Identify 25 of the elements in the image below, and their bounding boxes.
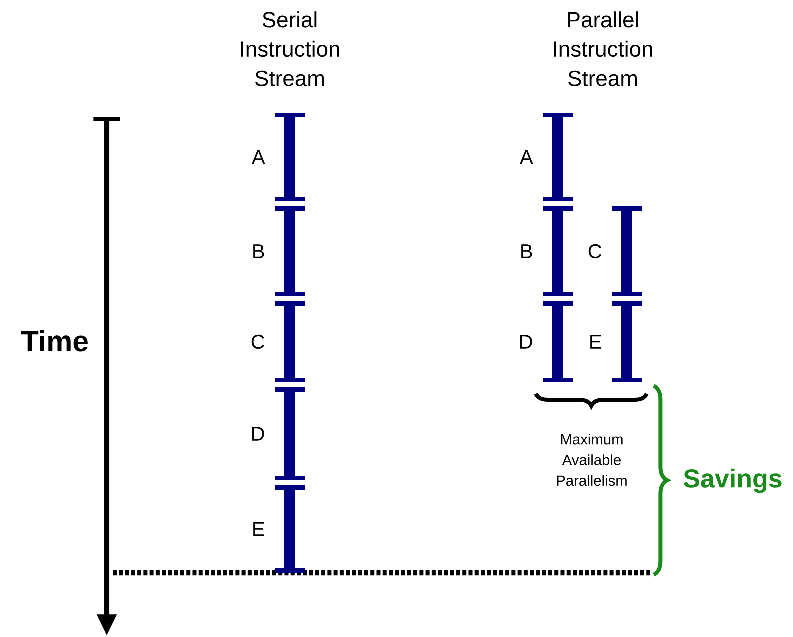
instruction-letter: C bbox=[588, 244, 602, 259]
instruction-bar bbox=[275, 113, 305, 202]
instruction-letter: A bbox=[520, 150, 534, 164]
savings-label: Savings bbox=[684, 468, 782, 494]
axis-label: Time bbox=[21, 330, 88, 352]
instruction-bar bbox=[612, 206, 642, 296]
instruction-bar bbox=[543, 206, 573, 296]
instruction-bar bbox=[275, 302, 305, 382]
column-title: Parallel Instruction Stream bbox=[554, 12, 652, 86]
instruction-letter: C bbox=[252, 334, 265, 350]
instruction-bar bbox=[275, 388, 305, 480]
column-title: Serial Instruction Stream bbox=[241, 12, 340, 86]
instruction-bar bbox=[275, 486, 305, 573]
instruction-letter: A bbox=[252, 150, 266, 164]
instruction-bar bbox=[275, 206, 305, 296]
brace-label: Maximum Available Parallelism bbox=[557, 434, 627, 486]
instruction-bar bbox=[543, 113, 573, 202]
instruction-bar bbox=[543, 302, 573, 382]
instruction-letter: E bbox=[590, 335, 602, 349]
instruction-letter: E bbox=[254, 522, 264, 536]
instruction-bar bbox=[612, 302, 642, 382]
instruction-letter: B bbox=[522, 244, 532, 258]
instruction-letter: B bbox=[254, 244, 264, 258]
instruction-letter: D bbox=[520, 335, 532, 349]
instruction-letter: D bbox=[252, 427, 264, 441]
